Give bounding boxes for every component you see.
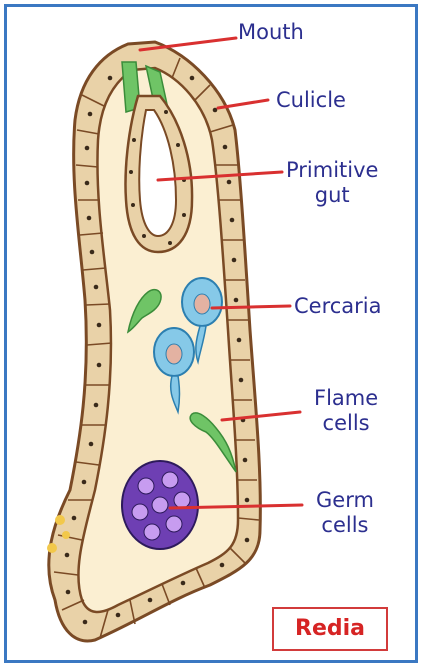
- label-primitive-gut: Primitive gut: [286, 158, 378, 208]
- label-cercaria: Cercaria: [294, 294, 382, 319]
- label-primitive-gut-line2: gut: [286, 183, 378, 208]
- pointer-cercaria: [212, 306, 290, 308]
- germ-ball: [122, 461, 198, 549]
- label-culicle: Culicle: [276, 88, 346, 113]
- label-germ-cells: Germ cells: [316, 488, 374, 538]
- label-mouth: Mouth: [238, 20, 304, 45]
- label-primitive-gut-line1: Primitive: [286, 158, 378, 183]
- label-flame-cells: Flame cells: [314, 386, 378, 436]
- diagram-title: Redia: [272, 607, 388, 651]
- label-germ-cells-line2: cells: [316, 513, 374, 538]
- label-germ-cells-line1: Germ: [316, 488, 374, 513]
- label-flame-cells-line1: Flame: [314, 386, 378, 411]
- label-flame-cells-line2: cells: [314, 411, 378, 436]
